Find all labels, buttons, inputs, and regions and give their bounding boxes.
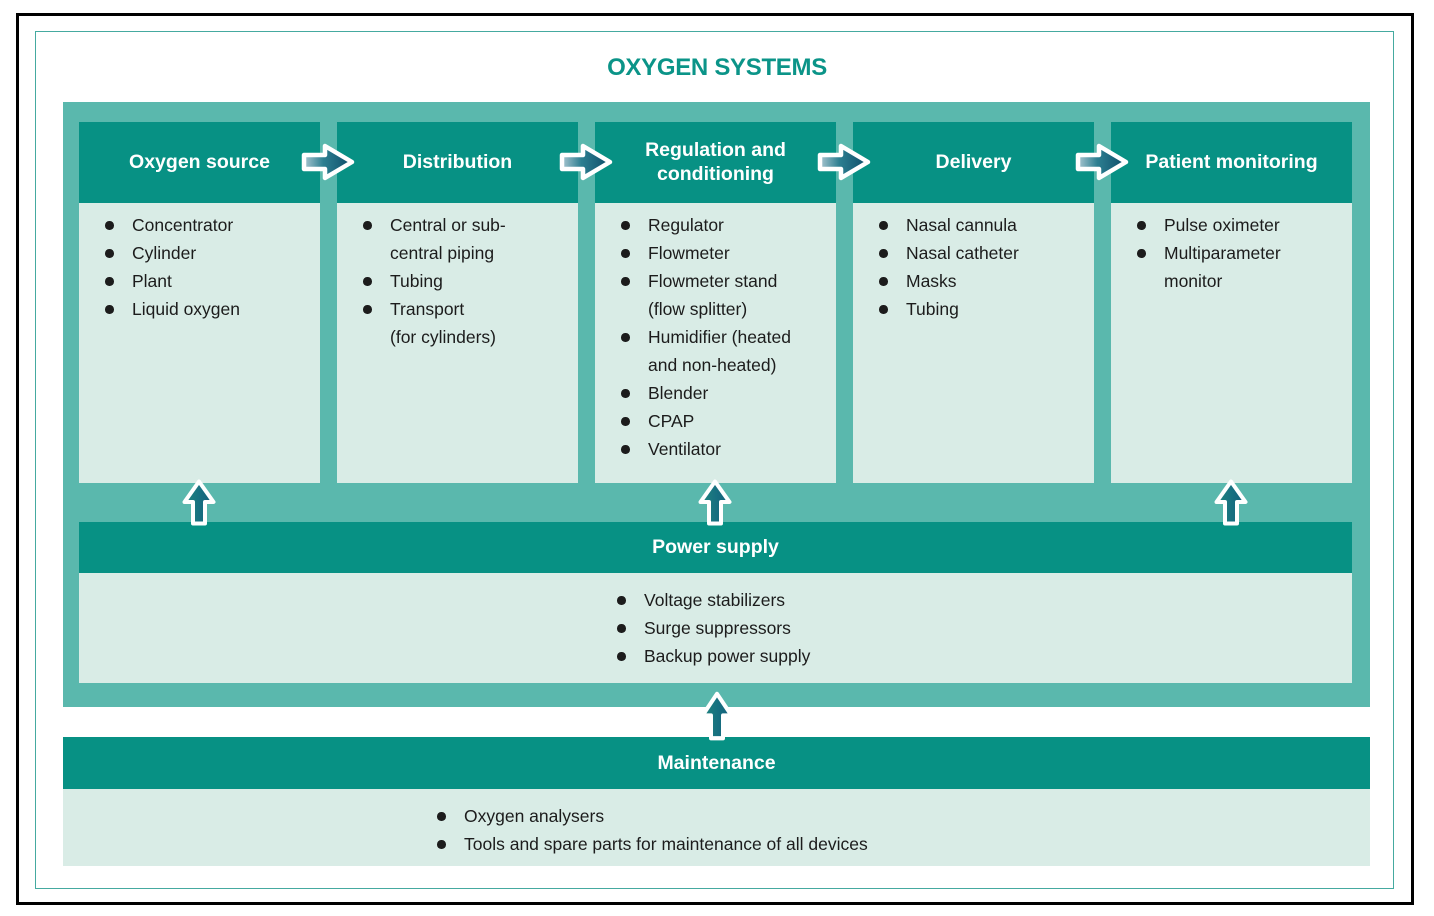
list-item: Nasal cannula xyxy=(879,211,1090,239)
right-arrow-icon xyxy=(299,140,357,184)
power-supply-header: Power supply xyxy=(79,522,1352,573)
list-item: Central or sub- central piping xyxy=(363,211,574,267)
right-arrow-icon xyxy=(1073,140,1131,184)
list-item: CPAP xyxy=(621,407,832,435)
list-item: Pulse oximeter xyxy=(1137,211,1348,239)
up-arrow-icon xyxy=(696,476,734,528)
right-arrow-icon xyxy=(815,140,873,184)
list-item: Voltage stabilizers xyxy=(617,586,1352,614)
up-arrow-icon xyxy=(180,476,218,528)
list-item: Cylinder xyxy=(105,239,316,267)
list-item: Liquid oxygen xyxy=(105,295,316,323)
list-item: Backup power supply xyxy=(617,642,1352,670)
list-item: Oxygen analysers xyxy=(437,802,1370,830)
column-header-patient-monitoring: Patient monitoring xyxy=(1111,122,1352,203)
list-item: Humidifier (heated and non-heated) xyxy=(621,323,832,379)
column-header-delivery: Delivery xyxy=(853,122,1094,203)
list-item: Masks xyxy=(879,267,1090,295)
maintenance-header: Maintenance xyxy=(63,737,1370,789)
list-item: Nasal catheter xyxy=(879,239,1090,267)
column-header-distribution: Distribution xyxy=(337,122,578,203)
inner-border xyxy=(35,31,1394,889)
list-item: Tubing xyxy=(879,295,1090,323)
list-item: Ventilator xyxy=(621,435,832,463)
flow-column-distribution: Distribution Central or sub- central pip… xyxy=(337,122,578,483)
list-item: Plant xyxy=(105,267,316,295)
list-item: Tools and spare parts for maintenance of… xyxy=(437,830,1370,858)
list-item: Transport (for cylinders) xyxy=(363,295,574,351)
list-item: Flowmeter stand (flow splitter) xyxy=(621,267,832,323)
list-item: Concentrator xyxy=(105,211,316,239)
up-arrow-icon xyxy=(698,688,736,743)
list-item: Flowmeter xyxy=(621,239,832,267)
column-header-oxygen-source: Oxygen source xyxy=(79,122,320,203)
list-item: Tubing xyxy=(363,267,574,295)
list-item: Regulator xyxy=(621,211,832,239)
list-item: Blender xyxy=(621,379,832,407)
up-arrow-icon xyxy=(1212,476,1250,528)
list-item: Multiparameter monitor xyxy=(1137,239,1348,295)
column-header-regulation: Regulation and conditioning xyxy=(595,122,836,203)
list-item: Surge suppressors xyxy=(617,614,1352,642)
page-title: OXYGEN SYSTEMS xyxy=(607,54,827,81)
outer-border xyxy=(16,13,1414,905)
right-arrow-icon xyxy=(557,140,615,184)
